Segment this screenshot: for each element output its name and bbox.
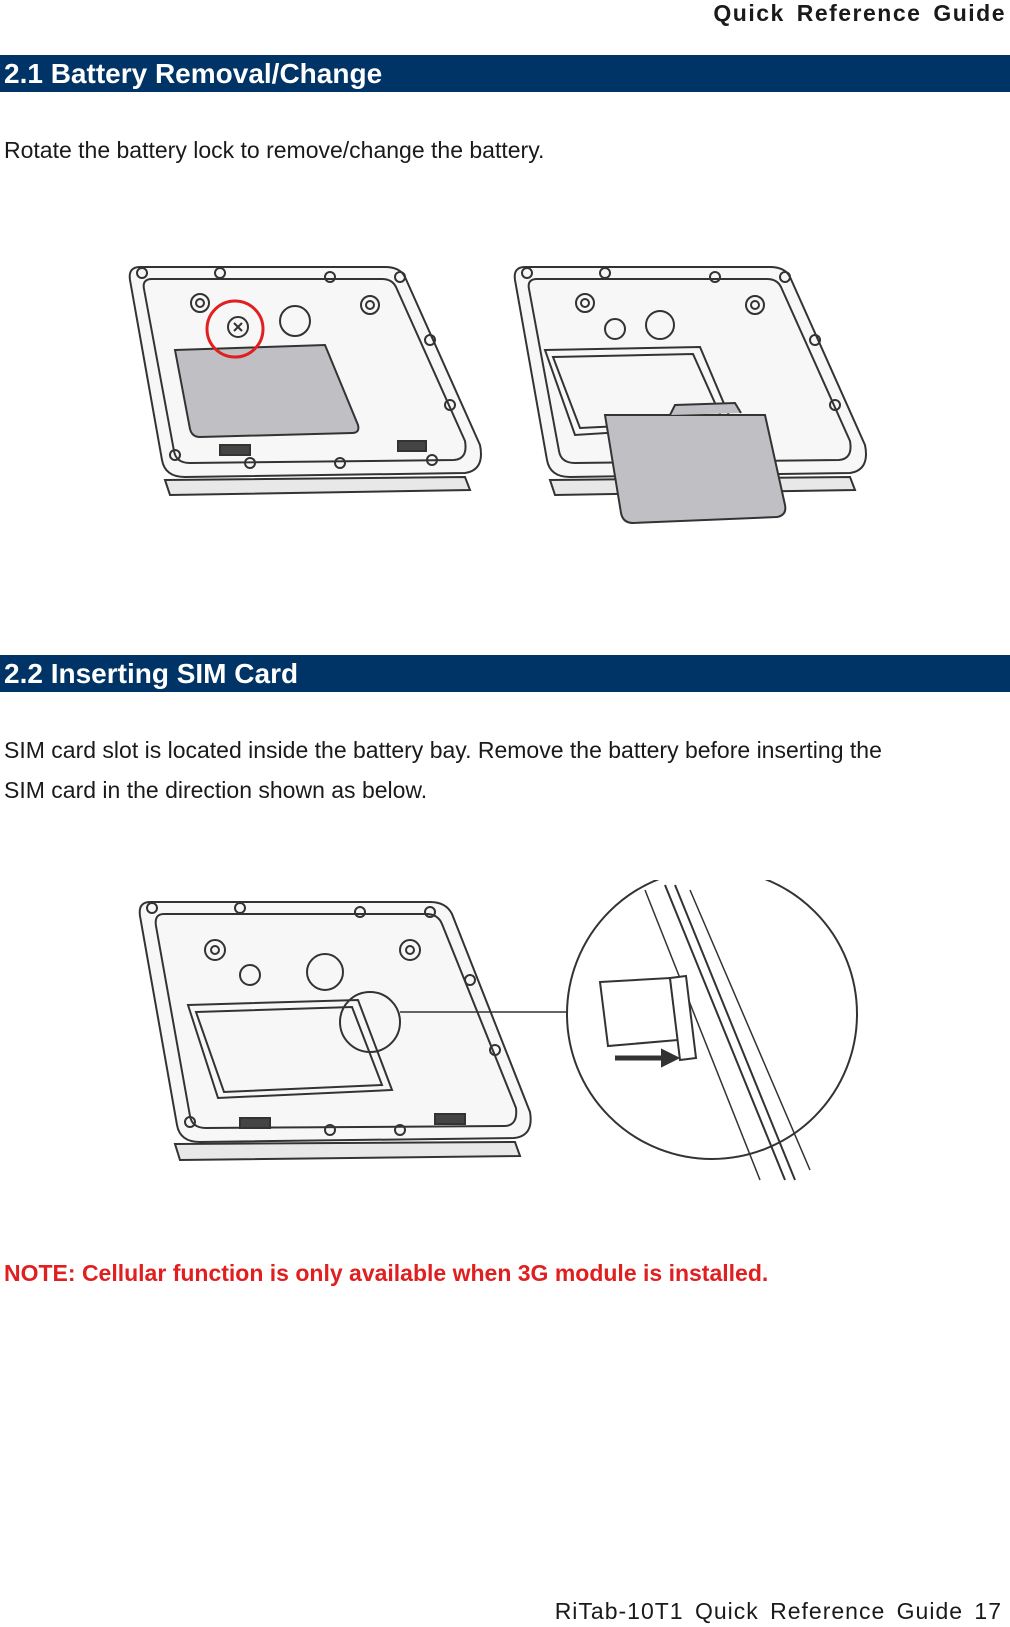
sim-instruction-line2: SIM card in the direction shown as below… xyxy=(4,777,428,803)
section-heading-battery: 2.1 Battery Removal/Change xyxy=(0,55,1010,92)
section-heading-sim: 2.2 Inserting SIM Card xyxy=(0,655,1010,692)
insert-arrow-icon xyxy=(615,1048,681,1068)
tablet-back-with-battery xyxy=(128,266,482,497)
running-header: Quick Reference Guide xyxy=(713,0,1006,26)
page-footer: RiTab-10T1 Quick Reference Guide 17 xyxy=(554,1598,1002,1624)
sim-insertion-figure xyxy=(138,880,858,1181)
battery-instruction-text: Rotate the battery lock to remove/change… xyxy=(4,137,545,163)
battery-lock-icon xyxy=(227,316,249,338)
sim-instruction-line1: SIM card slot is located inside the batt… xyxy=(4,737,882,763)
tablet-back-open-bay xyxy=(138,901,532,1162)
sim-card-icon xyxy=(598,976,680,1048)
tablet-back-battery-removed xyxy=(513,266,867,525)
battery-removal-figure xyxy=(128,266,867,525)
sim-slot-zoom xyxy=(566,880,858,1181)
cellular-note: NOTE: Cellular function is only availabl… xyxy=(4,1260,769,1286)
